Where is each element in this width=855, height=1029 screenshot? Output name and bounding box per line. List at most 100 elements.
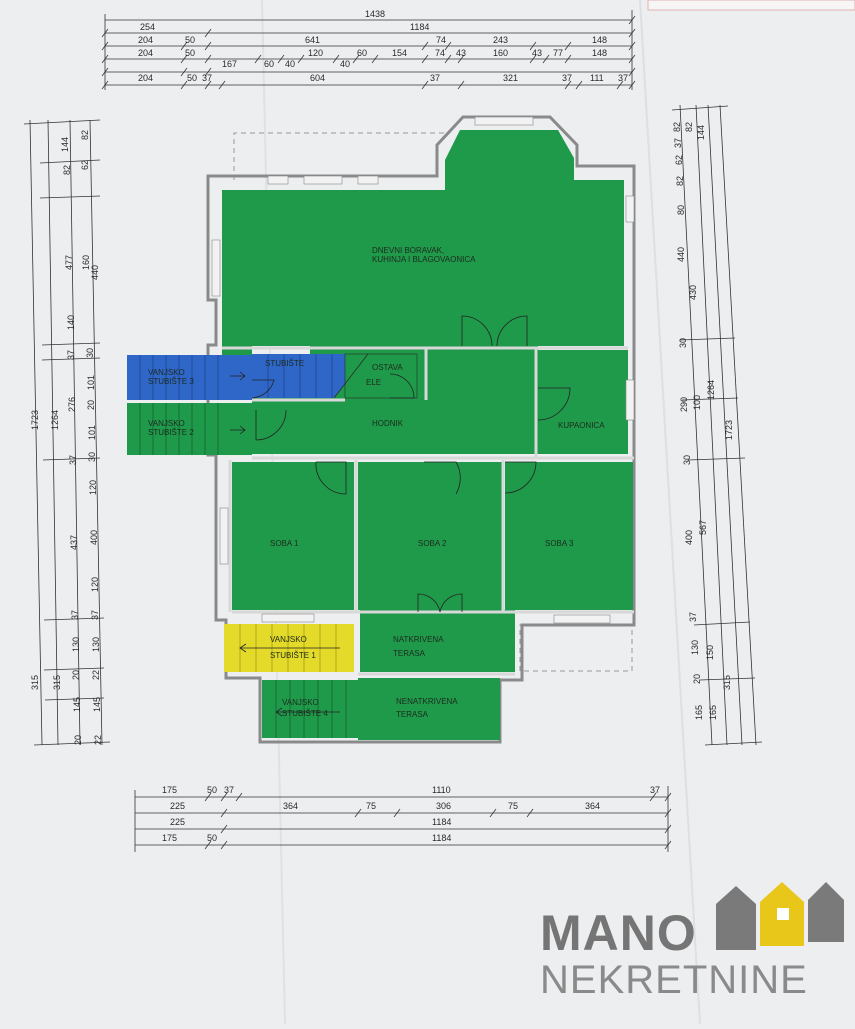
dim-bottom: 1184 bbox=[432, 833, 451, 843]
outer-wall bbox=[206, 115, 636, 744]
dim-right: 567 bbox=[698, 520, 708, 535]
dim-left: 160 bbox=[81, 255, 91, 270]
paper-fold bbox=[639, 0, 701, 1025]
dim-bottom: 364 bbox=[585, 801, 600, 811]
dim-right: 82 bbox=[672, 122, 682, 132]
dim-right: 440 bbox=[676, 247, 686, 262]
dim-top: 60 bbox=[357, 48, 367, 58]
logo-text-nekretnine: NEKRETNINE bbox=[540, 958, 808, 1002]
ext-stair-4-label-2: STUBIŠTE 4 bbox=[282, 709, 328, 718]
dim-left: 82 bbox=[62, 165, 72, 175]
dim-right: 100 bbox=[692, 395, 702, 410]
ext-stair-3-label-2: STUBIŠTE 3 bbox=[148, 377, 194, 386]
dim-right: 150 bbox=[705, 645, 715, 660]
uncovered-terrace-area bbox=[358, 678, 500, 740]
dim-right: 144 bbox=[696, 125, 706, 140]
dim-left: 140 bbox=[66, 315, 76, 330]
covered-terrace-label-2: TERASA bbox=[393, 649, 426, 658]
dim-top: 204 bbox=[138, 48, 153, 58]
bathroom-area bbox=[538, 350, 628, 454]
dim-top: 60 bbox=[264, 59, 274, 69]
left-dimension-lines: 1723 1264 315 315 144 82 477 140 37 276 … bbox=[23, 119, 111, 746]
room-2-area bbox=[358, 462, 502, 610]
dim-left: 82 bbox=[80, 130, 90, 140]
dim-left: 120 bbox=[90, 577, 100, 592]
uncovered-terrace-label: NENATKRIVENA bbox=[396, 697, 458, 706]
dim-bottom: 364 bbox=[283, 801, 298, 811]
dim-top: 604 bbox=[310, 73, 325, 83]
dim-bottom: 75 bbox=[366, 801, 376, 811]
dim-top: 1184 bbox=[410, 22, 429, 32]
dim-bottom: 306 bbox=[436, 801, 451, 811]
dim-bottom: 37 bbox=[224, 785, 234, 795]
electric-label: ELE bbox=[366, 378, 381, 387]
external-stair-2-area bbox=[127, 403, 252, 455]
dim-right: 62 bbox=[674, 155, 684, 165]
dim-right: 290 bbox=[679, 397, 689, 412]
dim-top: 50 bbox=[187, 73, 197, 83]
dim-left: 22 bbox=[93, 735, 103, 745]
dim-right: 37 bbox=[688, 612, 698, 622]
windows bbox=[211, 116, 635, 624]
dim-left: 30 bbox=[87, 452, 97, 462]
dim-top: 37 bbox=[430, 73, 440, 83]
hall-label: HODNIK bbox=[372, 419, 404, 428]
ext-stair-2-label: VANJSKO bbox=[148, 419, 185, 428]
external-stair-4-area bbox=[262, 680, 358, 738]
dim-right: 1264 bbox=[706, 380, 716, 400]
dim-left: 30 bbox=[85, 348, 95, 358]
inner-stair-label: STUBIŠTE bbox=[265, 359, 304, 368]
dim-top: 74 bbox=[436, 35, 446, 45]
dim-left: 130 bbox=[91, 637, 101, 652]
door-swings bbox=[251, 315, 571, 613]
dim-left: 145 bbox=[92, 697, 102, 712]
dim-right: 1723 bbox=[724, 420, 734, 440]
corner-label-strip bbox=[647, 0, 855, 11]
dim-right: 130 bbox=[690, 640, 700, 655]
uncovered-terrace-label-2: TERASA bbox=[396, 710, 429, 719]
stair-arrows bbox=[230, 371, 340, 717]
room-labels: DNEVNI BORAVAK, KUHINJA I BLAGOVAONICA S… bbox=[148, 246, 605, 719]
room-3-label: SOBA 3 bbox=[545, 539, 574, 548]
dim-right: 315 bbox=[722, 675, 732, 690]
dim-right: 20 bbox=[692, 674, 702, 684]
dim-bottom: 1110 bbox=[432, 785, 451, 795]
dim-left: 37 bbox=[90, 610, 100, 620]
dim-left: 37 bbox=[70, 610, 80, 620]
room-2-label: SOBA 2 bbox=[418, 539, 447, 548]
dim-top: 37 bbox=[202, 73, 212, 83]
dim-top: 254 bbox=[140, 22, 155, 32]
dim-left: 437 bbox=[69, 535, 79, 550]
dim-bottom: 50 bbox=[207, 785, 217, 795]
dim-left: 1264 bbox=[50, 410, 60, 430]
logo-text-mano: MANO bbox=[540, 905, 697, 961]
dim-left: 477 bbox=[64, 255, 74, 270]
floor-plan bbox=[127, 115, 636, 744]
dim-top: 204 bbox=[138, 35, 153, 45]
dim-left: 1723 bbox=[30, 410, 40, 430]
dim-right: 30 bbox=[678, 338, 688, 348]
external-stair-3-area bbox=[127, 355, 252, 400]
dim-top: 120 bbox=[308, 48, 323, 58]
dim-top: 167 bbox=[222, 59, 237, 69]
room-1-area bbox=[232, 462, 354, 610]
living-room-label-2: KUHINJA I BLAGOVAONICA bbox=[372, 255, 476, 264]
dim-left: 101 bbox=[86, 375, 96, 390]
dim-right: 30 bbox=[682, 455, 692, 465]
dim-top: 50 bbox=[185, 35, 195, 45]
dim-left: 276 bbox=[67, 397, 77, 412]
living-room-label: DNEVNI BORAVAK, bbox=[372, 246, 444, 255]
annex-outline bbox=[233, 132, 445, 180]
dim-bottom: 50 bbox=[207, 833, 217, 843]
bottom-dimension-lines: 175 50 37 1110 37 225 364 75 306 75 364 … bbox=[134, 785, 672, 852]
ext-stair-1-label-2: STUBIŠTE 1 bbox=[270, 651, 316, 660]
dim-bottom: 1184 bbox=[432, 817, 451, 827]
dim-top: 43 bbox=[532, 48, 542, 58]
dim-top: 43 bbox=[456, 48, 466, 58]
dim-top: 148 bbox=[592, 48, 607, 58]
mano-nekretnine-logo: MANO NEKRETNINE bbox=[540, 882, 844, 1002]
dim-left: 315 bbox=[52, 675, 62, 690]
ext-stair-2-label-2: STUBIŠTE 2 bbox=[148, 428, 194, 437]
dim-left: 37 bbox=[68, 455, 78, 465]
